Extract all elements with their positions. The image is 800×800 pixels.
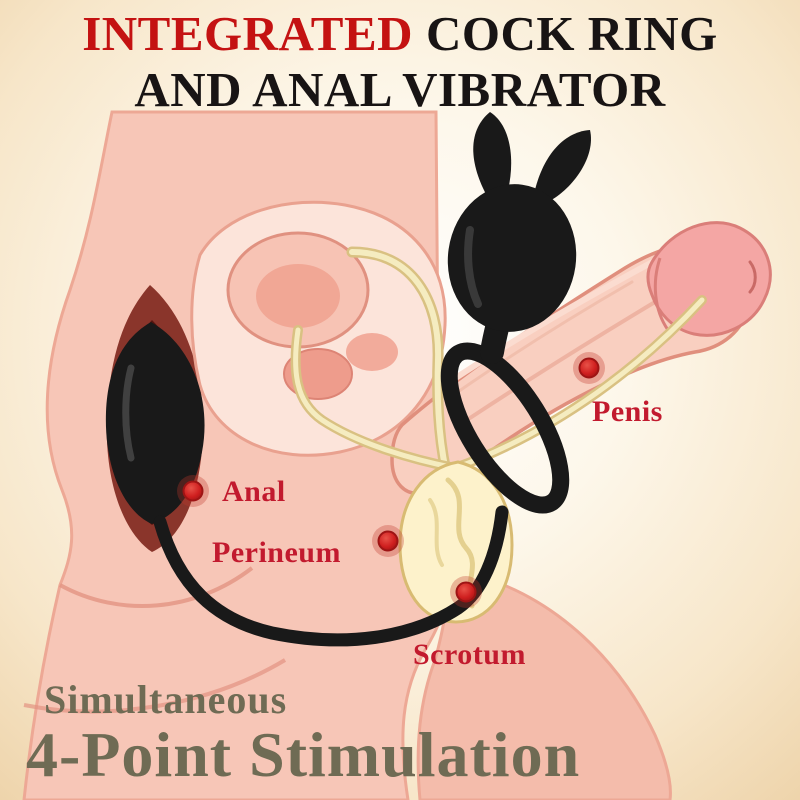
shaft-vein-2: [450, 280, 634, 398]
title-line1-rest: COCK RING: [426, 6, 718, 61]
perineum-label: Perineum: [212, 536, 341, 569]
perineum-stimulation-dot: [377, 530, 399, 552]
scrotum-duct-squiggle-2: [428, 498, 444, 567]
glans-shape: [646, 221, 772, 337]
stimulation-dots: [177, 352, 605, 608]
vas-deferens: [349, 249, 455, 498]
corona-line: [653, 257, 670, 331]
vibrator-body: [447, 184, 577, 332]
shaft-highlight: [442, 255, 663, 388]
penis-label: Penis: [592, 395, 663, 428]
gland-shape: [346, 333, 398, 371]
anal-label: Anal: [222, 475, 286, 508]
footer-tagline-line1: Simultaneous: [44, 677, 288, 722]
anal-stimulation-dot: [182, 480, 204, 502]
urethra: [293, 297, 705, 471]
rabbit-ear-left: [473, 112, 512, 198]
thigh-shape: [416, 568, 672, 800]
glans-tip-line: [748, 260, 757, 294]
shaft-vein: [468, 300, 657, 420]
device: [105, 112, 591, 647]
title-highlight: INTEGRATED: [82, 6, 414, 61]
bladder-inner: [256, 264, 340, 328]
footer-tagline-line2: 4-Point Stimulation: [26, 719, 581, 790]
vibrator-highlight: [464, 226, 482, 308]
cock-ring: [440, 342, 570, 514]
scrotum-stimulation-dot: [455, 581, 477, 603]
duct-tubes: [290, 246, 707, 501]
rabbit-ear-right: [534, 130, 591, 202]
buttock-crease-line: [59, 566, 254, 608]
penis-shape: [390, 221, 772, 495]
connector-cord: [153, 505, 509, 647]
internal-anatomy: [190, 200, 447, 457]
penis-stimulation-dot: [578, 357, 600, 379]
thigh-crease-line: [23, 658, 287, 714]
anal-plug-highlight: [122, 364, 135, 462]
title-line-2: AND ANAL VIBRATOR: [134, 61, 666, 117]
scrotum-label: Scrotum: [413, 638, 526, 671]
